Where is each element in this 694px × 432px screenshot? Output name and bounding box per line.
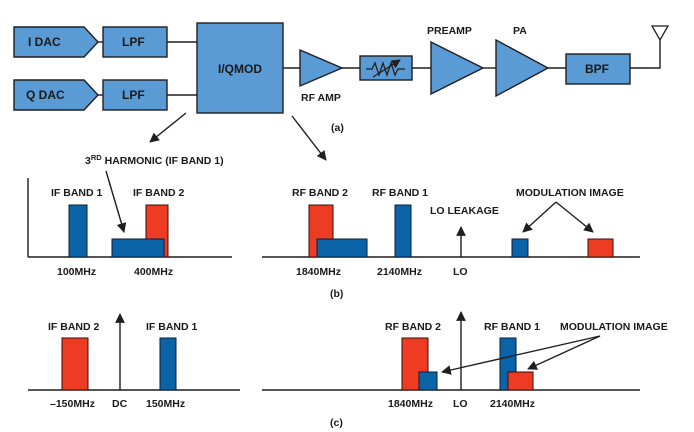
caption-c: (c) <box>330 417 343 429</box>
c-mod-image-arrow-right <box>527 335 601 370</box>
caption-a: (a) <box>331 122 344 134</box>
tick-400mhz: 400MHz <box>134 266 173 278</box>
tick-neg-150mhz: –150MHz <box>50 398 95 410</box>
caption-b: (b) <box>330 288 343 300</box>
tick-150mhz: 150MHz <box>146 398 185 410</box>
iq-modulator-label: I/QMOD <box>218 62 262 76</box>
lpf-top-block <box>102 26 168 58</box>
lpf-top-label: LPF <box>122 35 145 49</box>
q-dac-block <box>13 79 99 111</box>
tick-1840mhz: 1840MHz <box>296 266 341 278</box>
panel-c: IF BAND 2 IF BAND 1 –150MHz DC 150MHz RF… <box>28 311 668 429</box>
lpf-bottom-block <box>102 79 168 111</box>
bpf-label: BPF <box>585 62 609 76</box>
c-if-band2-label: IF BAND 2 <box>48 321 99 333</box>
if-band2-neg-bar <box>61 337 89 391</box>
if-band2-label: IF BAND 2 <box>133 187 184 199</box>
i-dac-block <box>13 26 99 58</box>
bpf-block <box>565 53 631 85</box>
mod-image-arrow-right <box>555 201 594 233</box>
lpf-bottom-label: LPF <box>122 88 145 102</box>
pa-triangle <box>495 38 550 98</box>
harmonic-bar <box>111 238 165 258</box>
rf-band2-harmonic-bar <box>316 238 368 258</box>
block-diagram: I DAC Q DAC LPF LPF I/QMOD RF AMP PRE <box>13 22 670 161</box>
pa-label: PA <box>513 25 527 37</box>
rf-band1-bar <box>394 204 412 258</box>
c-if-band1-label: IF BAND 1 <box>146 321 197 333</box>
tick-2140mhz: 2140MHz <box>377 266 422 278</box>
c-rf-band2-label: RF BAND 2 <box>385 321 441 333</box>
harmonic-label: 3RD HARMONIC (IF BAND 1) <box>85 153 224 167</box>
c-tick-1840mhz: 1840MHz <box>388 398 433 410</box>
if-band1-label: IF BAND 1 <box>51 187 102 199</box>
preamp-label: PREAMP <box>427 25 472 37</box>
c-rf-band1-label: RF BAND 1 <box>484 321 540 333</box>
harmonic-pointer-arrow <box>105 170 127 233</box>
c-mod-image-arrow-left <box>441 335 601 375</box>
pointer-to-panel-b-left <box>149 112 187 143</box>
rf-amp-triangle <box>299 48 344 88</box>
panel-b: 3RD HARMONIC (IF BAND 1) IF BAND 1 IF BA… <box>27 153 640 300</box>
mod-image-label: MODULATION IMAGE <box>516 187 624 199</box>
iq-modulator-block <box>196 22 284 114</box>
if-band1-bar <box>68 204 88 258</box>
variable-attenuator-icon <box>366 59 405 78</box>
c-image-blue-bar <box>418 371 438 391</box>
c-image-red-bar <box>507 371 534 391</box>
mod-image-blue-bar <box>511 238 529 258</box>
lo-leakage-label: LO LEAKAGE <box>430 205 499 217</box>
mod-image-red-bar <box>587 238 614 258</box>
tick-dc: DC <box>112 398 128 410</box>
c-tick-lo: LO <box>453 398 468 410</box>
antenna-icon <box>630 25 670 69</box>
tick-lo: LO <box>453 266 468 278</box>
i-dac-label: I DAC <box>28 35 61 49</box>
rf-amp-label: RF AMP <box>301 92 341 104</box>
if-band1-pos-bar <box>159 337 177 391</box>
rf-band2-label: RF BAND 2 <box>292 187 348 199</box>
pointer-to-panel-b-right <box>291 115 327 161</box>
q-dac-label: Q DAC <box>26 88 65 102</box>
c-mod-image-label: MODULATION IMAGE <box>560 321 668 333</box>
mod-image-arrow-left <box>522 201 557 233</box>
preamp-triangle <box>430 40 485 96</box>
rf-band1-label: RF BAND 1 <box>372 187 428 199</box>
tick-100mhz: 100MHz <box>57 266 96 278</box>
c-tick-2140mhz: 2140MHz <box>490 398 535 410</box>
variable-attenuator-block <box>359 55 413 81</box>
